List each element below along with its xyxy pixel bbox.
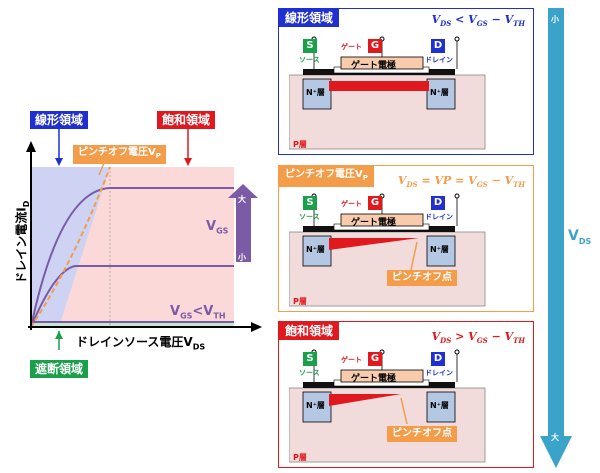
pinchoff-point-tag: ピンチオフ点: [387, 270, 457, 286]
panel-pinchoff: ピンチオフ電圧VP VDS = VP = VGS − VTH S ソース G ゲ…: [278, 165, 534, 312]
n-layer-right: N⁺層: [430, 401, 449, 410]
gate-label: ゲート: [341, 43, 362, 51]
n-layer-right: N⁺層: [430, 88, 449, 97]
drain-label: ドレイン: [425, 369, 453, 377]
panel-linear-formula: VDS < VGS − VTH: [431, 13, 525, 29]
drain-label: ドレイン: [425, 56, 453, 64]
drain-d-icon: D: [431, 196, 445, 210]
panel-linear: 線形領域 VDS < VGS − VTH S ソース G ゲート D ドレイン …: [278, 8, 534, 155]
gate-label: ゲート: [341, 200, 362, 208]
panel-pinchoff-formula: VDS = VP = VGS − VTH: [397, 174, 525, 190]
panel-pinchoff-title: ピンチオフ電圧VP: [279, 166, 374, 187]
n-layer-right: N⁺層: [430, 245, 449, 254]
p-layer-label: P層: [293, 453, 307, 462]
gate-g-icon: G: [368, 352, 382, 366]
n-layer-left: N⁺層: [306, 245, 325, 254]
gate-g-icon: G: [368, 196, 382, 210]
panel-linear-title: 線形領域: [279, 9, 340, 27]
n-layer-left: N⁺層: [306, 401, 325, 410]
mosfet-linear: [289, 36, 486, 150]
linear-region-tag: 線形領域: [30, 111, 89, 129]
panel-saturation-formula: VDS > VGS − VTH: [431, 330, 525, 346]
iv-curve-low: [30, 265, 234, 328]
vds-scale-label: VDS: [568, 228, 592, 246]
p-layer-label: P層: [293, 140, 307, 149]
mosfet-saturation: [289, 349, 486, 463]
source-s-icon: S: [303, 196, 317, 210]
gate-electrode-label: ゲート電極: [351, 218, 397, 228]
drain-d-icon: D: [431, 39, 445, 53]
y-axis-label: ドレイン電流ID: [14, 200, 31, 284]
source-s-icon: S: [303, 39, 317, 53]
n-layer-left: N⁺層: [306, 88, 325, 97]
vgs-arrow-small: 小: [238, 253, 246, 262]
vgs-label: VGS: [206, 219, 229, 236]
source-label: ソース: [299, 56, 320, 64]
panel-saturation: 飽和領域 VDS > VGS − VTH S ソース G ゲート D ドレイン …: [278, 321, 534, 468]
iv-graph: [26, 129, 262, 350]
saturation-region-tag: 飽和領域: [157, 111, 216, 129]
cutoff-region-tag: 遮断領域: [30, 360, 89, 378]
pinchoff-voltage-label: ピンチオフ電圧V: [78, 147, 156, 158]
source-label: ソース: [299, 369, 320, 377]
panel-saturation-title: 飽和領域: [279, 322, 340, 340]
vds-scale-bottom: 大: [551, 433, 559, 442]
source-label: ソース: [299, 213, 320, 221]
vds-scale-top: 小: [551, 15, 559, 24]
source-s-icon: S: [303, 352, 317, 366]
cutoff-region-fill: [31, 322, 234, 327]
iv-curve-high: [30, 187, 234, 328]
gate-label: ゲート: [341, 356, 362, 364]
gate-g-icon: G: [368, 39, 382, 53]
vgs-arrow-large: 大: [238, 195, 246, 204]
gate-electrode-label: ゲート電極: [351, 61, 397, 71]
pinchoff-locus: [30, 166, 111, 328]
pinchoff-voltage-tag: ピンチオフ電圧VP: [73, 145, 166, 164]
x-axis-label: ドレインソース電圧VDS: [76, 335, 206, 352]
gate-electrode-label: ゲート電極: [351, 374, 397, 384]
mosfet-pinchoff: [289, 193, 486, 307]
drain-label: ドレイン: [425, 213, 453, 221]
pinchoff-voltage-sub: P: [155, 152, 161, 160]
drain-d-icon: D: [431, 352, 445, 366]
vgs-lt-vth-label: VGS<VTH: [170, 304, 226, 321]
p-layer-label: P層: [293, 297, 307, 306]
vds-scale-arrow: [540, 8, 572, 468]
pinchoff-point-tag: ピンチオフ点: [387, 426, 457, 442]
